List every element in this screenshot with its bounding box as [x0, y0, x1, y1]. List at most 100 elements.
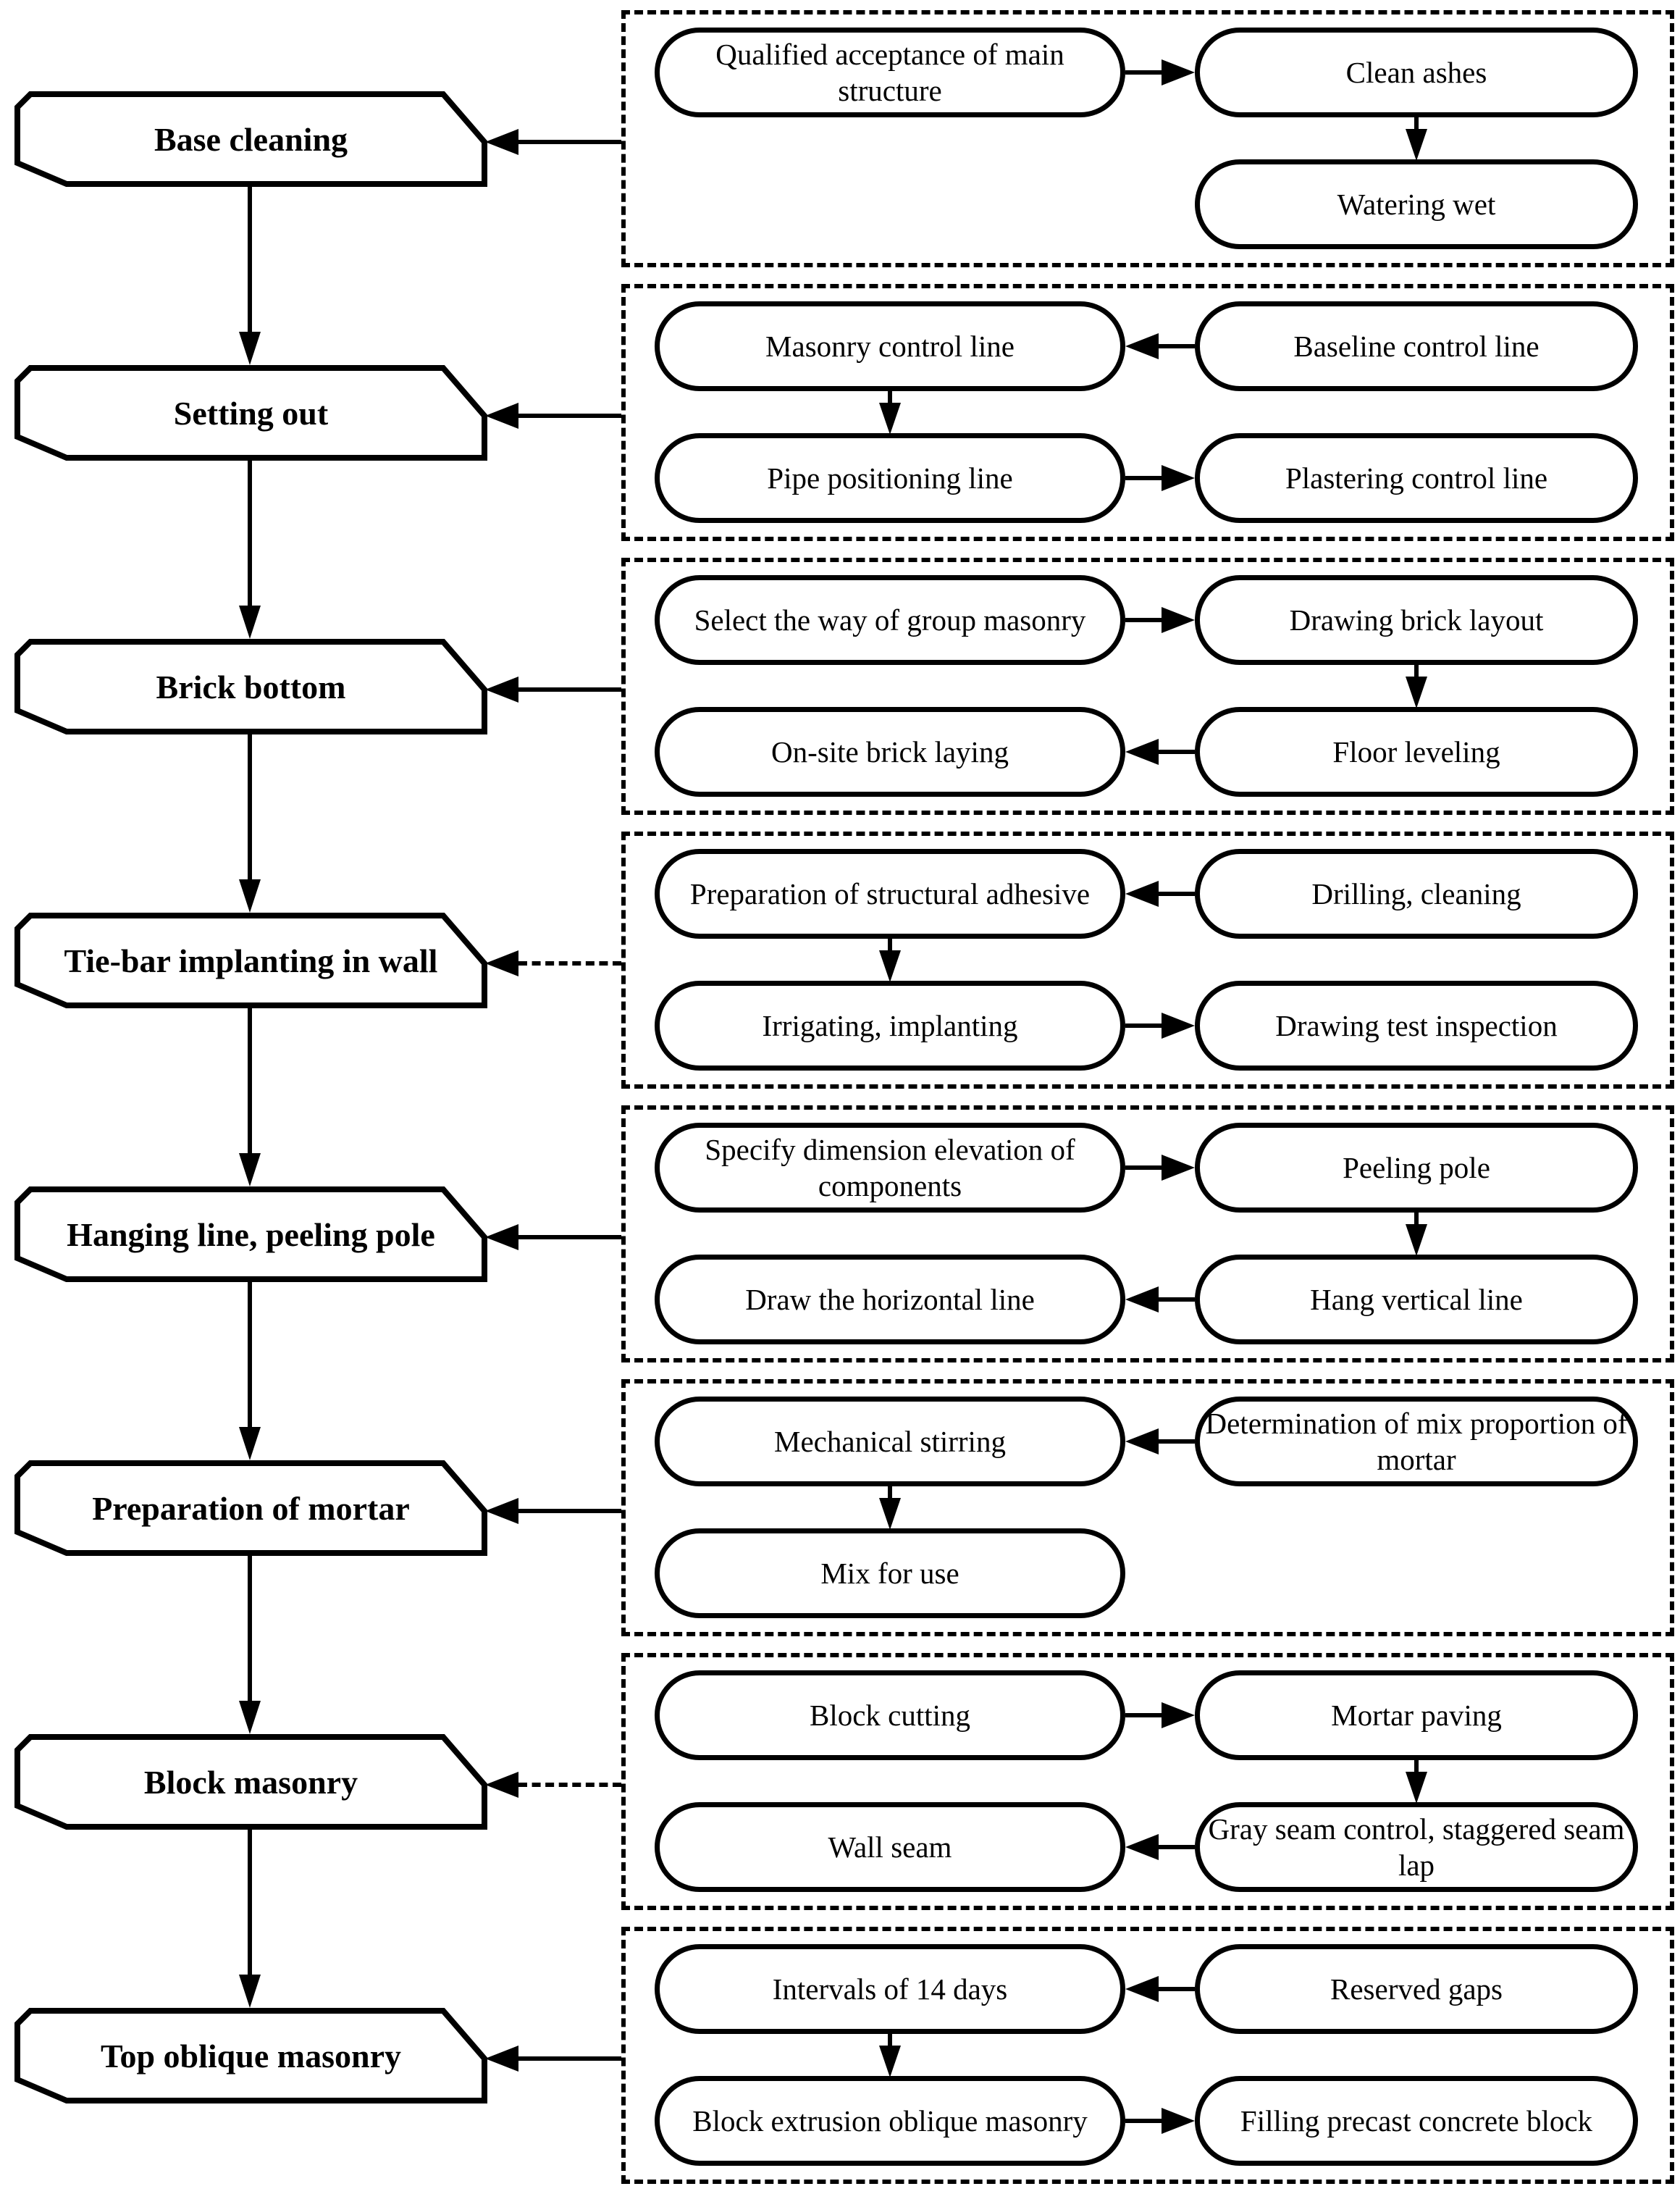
stage-connector-line — [248, 1282, 252, 1427]
arrow-left-head — [1125, 881, 1159, 907]
arrow-right-line — [1125, 1165, 1163, 1170]
arrow-right-line — [1125, 70, 1163, 75]
arrow-down-line — [1414, 117, 1419, 130]
stage-box-block-masonry: Block masonry — [14, 1734, 487, 1830]
stage-connector-arrowhead-down — [239, 1975, 261, 2008]
stage-box-tie-bar-implanting: Tie-bar implanting in wall — [14, 913, 487, 1008]
stage-box-brick-bottom: Brick bottom — [14, 639, 487, 734]
stage-shape — [14, 91, 487, 187]
stage-input-arrowhead — [485, 1224, 518, 1250]
stage-connector-arrowhead-down — [239, 1701, 261, 1734]
node-drilling-cleaning: Drilling, cleaning — [1195, 849, 1638, 939]
stage-shape — [14, 639, 487, 734]
arrow-left-head — [1125, 739, 1159, 765]
stage-input-arrowhead — [485, 950, 518, 976]
node-hang-vertical-line: Hang vertical line — [1195, 1255, 1638, 1344]
arrow-down-line — [888, 2034, 892, 2047]
arrow-down-head — [879, 950, 901, 982]
arrow-down-line — [888, 939, 892, 952]
stage-label: Block masonry — [143, 1763, 358, 1801]
stage-shape — [14, 365, 487, 461]
group-brick-bottom-steps: Select the way of group masonry Drawing … — [621, 558, 1674, 815]
arrow-down-line — [888, 391, 892, 404]
arrow-down-head — [1406, 129, 1427, 161]
node-clean-ashes: Clean ashes — [1195, 28, 1638, 117]
arrow-down-line — [1414, 665, 1419, 678]
group-block-masonry-steps: Block cutting Mortar paving Wall seam Gr… — [621, 1653, 1674, 1910]
stage-label: Setting out — [173, 394, 329, 432]
stage-input-arrowhead — [485, 1498, 518, 1524]
stage-input-arrow-solid — [518, 140, 621, 144]
arrow-left-line — [1159, 1845, 1195, 1849]
node-baseline-control-line: Baseline control line — [1195, 301, 1638, 391]
arrow-right-head — [1162, 1155, 1195, 1181]
stage-label: Brick bottom — [156, 668, 346, 706]
arrow-left-line — [1159, 1297, 1195, 1302]
arrow-right-head — [1162, 607, 1195, 633]
stage-input-arrow-solid — [518, 1509, 621, 1513]
node-masonry-control-line: Masonry control line — [655, 301, 1125, 391]
arrow-left-line — [1159, 1439, 1195, 1444]
node-wall-seam: Wall seam — [655, 1802, 1125, 1892]
stage-shape — [14, 2008, 487, 2103]
stage-shape — [14, 1186, 487, 1282]
stage-input-arrowhead — [485, 2046, 518, 2072]
stage-input-arrow-dashed — [518, 1783, 621, 1787]
arrow-down-head — [879, 403, 901, 435]
arrow-left-head — [1125, 333, 1159, 359]
node-drawing-brick-layout: Drawing brick layout — [1195, 575, 1638, 665]
node-mechanical-stirring: Mechanical stirring — [655, 1397, 1125, 1486]
node-preparation-structural-adhesive: Preparation of structural adhesive — [655, 849, 1125, 939]
node-floor-leveling: Floor leveling — [1195, 707, 1638, 797]
arrow-left-line — [1159, 1987, 1195, 1991]
arrow-right-line — [1125, 618, 1163, 622]
stage-connector-line — [248, 1830, 252, 1975]
stage-connector-line — [248, 187, 252, 332]
arrow-down-line — [888, 1486, 892, 1499]
stage-input-arrowhead — [485, 1772, 518, 1798]
arrow-down-head — [1406, 1772, 1427, 1804]
stage-label: Tie-bar implanting in wall — [64, 942, 438, 979]
stage-input-arrow-solid — [518, 687, 621, 692]
stage-shape — [14, 913, 487, 1008]
arrow-down-head — [879, 2046, 901, 2077]
node-mix-for-use: Mix for use — [655, 1528, 1125, 1618]
arrow-left-head — [1125, 1428, 1159, 1454]
stage-box-hanging-line-peeling-pole: Hanging line, peeling pole — [14, 1186, 487, 1282]
arrow-right-line — [1125, 1023, 1163, 1028]
arrow-right-head — [1162, 59, 1195, 85]
arrow-left-head — [1125, 1976, 1159, 2002]
node-select-group-masonry: Select the way of group masonry — [655, 575, 1125, 665]
stage-box-preparation-of-mortar: Preparation of mortar — [14, 1460, 487, 1556]
node-reserved-gaps: Reserved gaps — [1195, 1944, 1638, 2034]
arrow-left-line — [1159, 892, 1195, 896]
stage-connector-line — [248, 1008, 252, 1153]
node-qualified-acceptance: Qualified acceptance of main structure — [655, 28, 1125, 117]
node-pipe-positioning-line: Pipe positioning line — [655, 433, 1125, 523]
node-drawing-test-inspection: Drawing test inspection — [1195, 981, 1638, 1071]
arrow-left-line — [1159, 344, 1195, 348]
arrow-down-head — [1406, 677, 1427, 708]
node-block-cutting: Block cutting — [655, 1670, 1125, 1760]
stage-label: Preparation of mortar — [92, 1489, 410, 1527]
stage-connector-arrowhead-down — [239, 606, 261, 639]
stage-connector-line — [248, 461, 252, 606]
stage-box-top-oblique-masonry: Top oblique masonry — [14, 2008, 487, 2103]
stage-input-arrow-dashed — [518, 961, 621, 966]
stage-box-base-cleaning: Base cleaning — [14, 91, 487, 187]
arrow-right-head — [1162, 2108, 1195, 2134]
node-irrigating-implanting: Irrigating, implanting — [655, 981, 1125, 1071]
group-hanging-line-steps: Specify dimension elevation of component… — [621, 1105, 1674, 1362]
stage-connector-arrowhead-down — [239, 879, 261, 913]
stage-box-setting-out: Setting out — [14, 365, 487, 461]
group-top-oblique-masonry-steps: Intervals of 14 days Reserved gaps Block… — [621, 1927, 1674, 2184]
node-filling-precast-concrete: Filling precast concrete block — [1195, 2076, 1638, 2166]
node-intervals-14-days: Intervals of 14 days — [655, 1944, 1125, 2034]
node-on-site-brick-laying: On-site brick laying — [655, 707, 1125, 797]
group-preparation-mortar-steps: Mechanical stirring Determination of mix… — [621, 1379, 1674, 1636]
node-peeling-pole: Peeling pole — [1195, 1123, 1638, 1213]
node-draw-horizontal-line: Draw the horizontal line — [655, 1255, 1125, 1344]
stage-label: Top oblique masonry — [101, 2037, 401, 2075]
node-mortar-paving: Mortar paving — [1195, 1670, 1638, 1760]
